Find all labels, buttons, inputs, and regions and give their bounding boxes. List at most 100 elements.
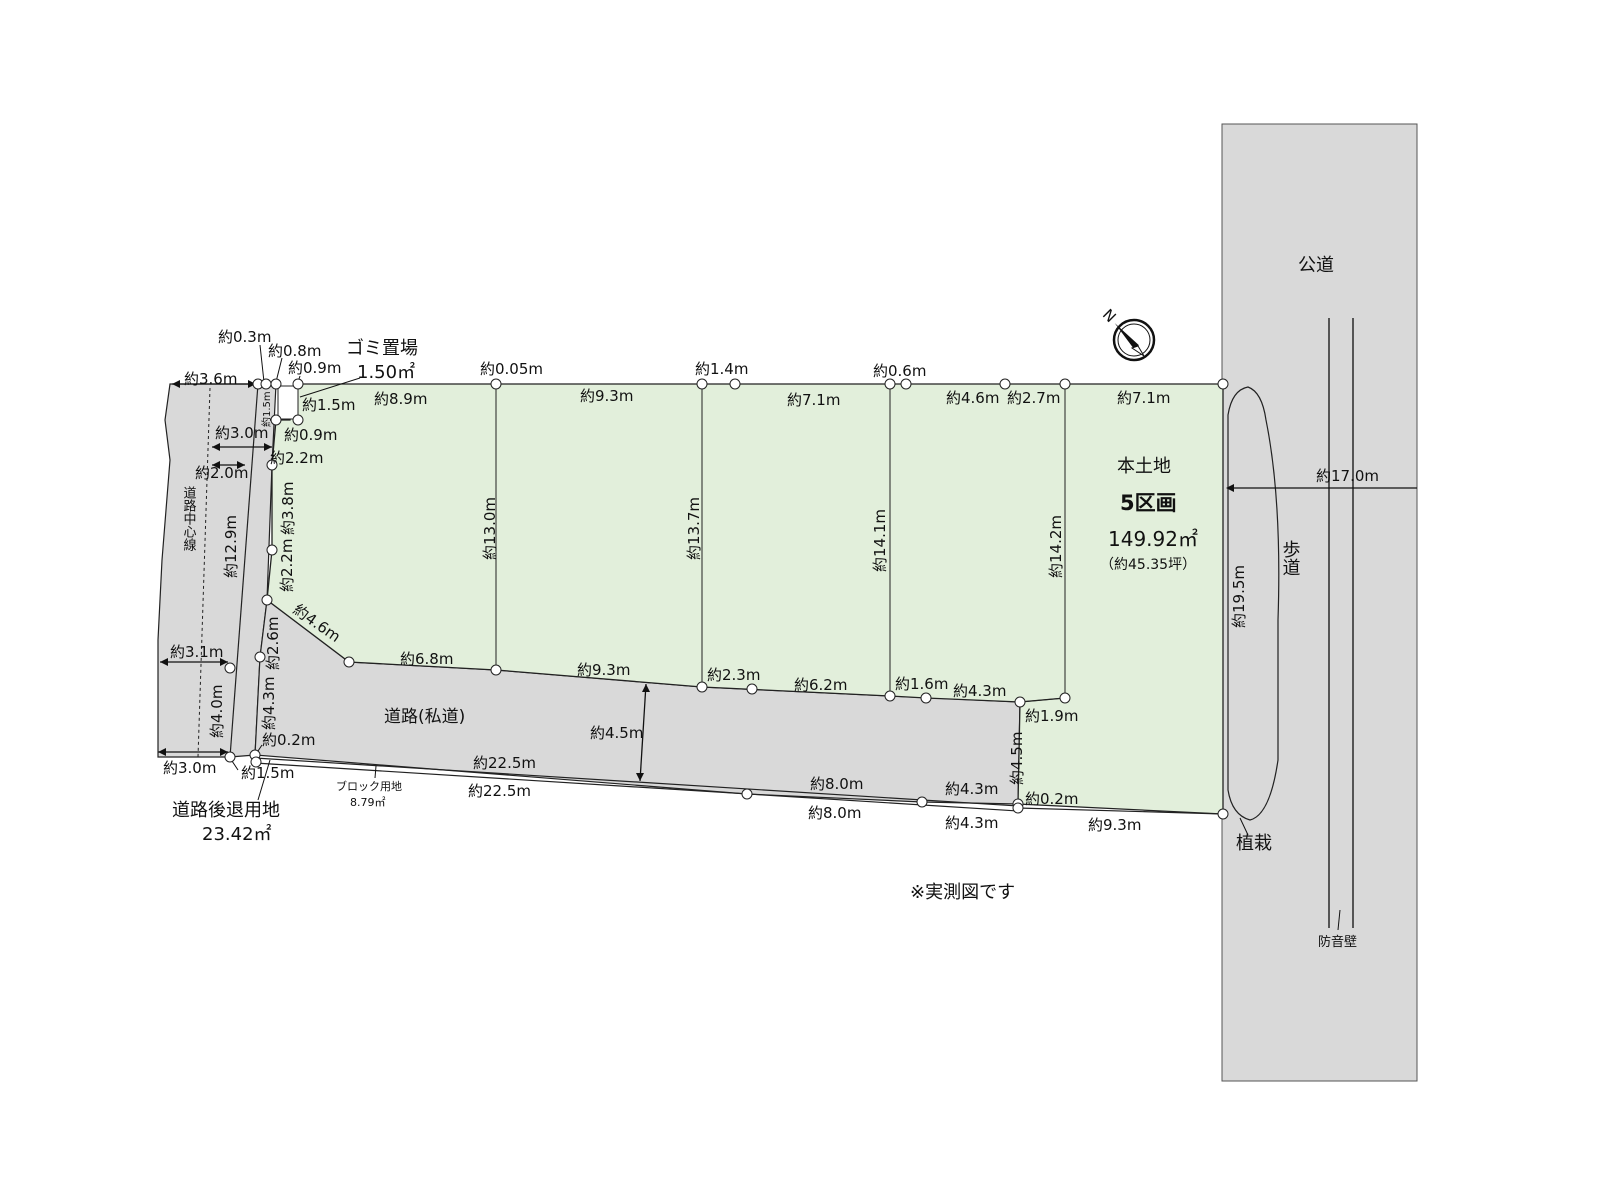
block-strip-line: [254, 762, 1019, 812]
block-land-label: ブロック用地: [336, 779, 402, 793]
dimension-label: 約1.5m: [302, 396, 355, 414]
survey-point: [999, 378, 1011, 390]
survey-point: [696, 378, 708, 390]
survey-point: [746, 683, 758, 695]
dimension-label: 約0.9m: [284, 426, 337, 444]
dimension-label: 約0.05m: [480, 360, 543, 378]
survey-point: [1014, 696, 1026, 708]
dimension-label: 約1.9m: [1025, 707, 1078, 725]
dimension-label: 約3.1m: [170, 643, 223, 661]
survey-point: [1012, 802, 1024, 814]
survey-point: [729, 378, 741, 390]
dimension-label: 約8.0m: [810, 775, 863, 793]
setback-boundary: [229, 383, 259, 758]
dimension-label: 約9.3m: [580, 387, 633, 405]
survey-point: [260, 378, 272, 390]
tsubo-label: （約45.35坪）: [1100, 557, 1196, 573]
garbage-area: [277, 385, 299, 420]
dimension-label: 約22.5m: [473, 754, 536, 772]
dimension-label: 約0.9m: [288, 359, 341, 377]
survey-point: [343, 656, 355, 668]
survey-point: [900, 378, 912, 390]
dimension-label: 約22.5m: [468, 782, 531, 800]
survey-point: [884, 378, 896, 390]
dimension-label: 約4.3m: [945, 780, 998, 798]
survey-point: [490, 664, 502, 676]
planting-label: 植栽: [1236, 833, 1272, 854]
survey-point: [1059, 692, 1071, 704]
dimension-label: 約14.1m: [871, 509, 889, 572]
survey-point: [261, 594, 273, 606]
dimension-label: 約9.3m: [577, 661, 630, 679]
dimension-label: 約2.3m: [707, 666, 760, 684]
dimension-label: 約0.3m: [218, 328, 271, 346]
sound-wall-label: 防音壁: [1318, 934, 1357, 950]
dimension-label: 約3.8m: [279, 482, 297, 535]
dimension-label: 約2.7m: [1007, 389, 1060, 407]
block-strip-line: [254, 757, 1019, 807]
survey-point: [920, 692, 932, 704]
private-road-label: 道路(私道): [384, 707, 465, 727]
dimension-label: 約6.2m: [794, 676, 847, 694]
dimension-label: 約2.2m: [270, 449, 323, 467]
survey-point: [254, 651, 266, 663]
dimension-label: 約4.3m: [945, 814, 998, 832]
survey-point: [490, 378, 502, 390]
dimension-label: 約4.5m: [1008, 732, 1026, 785]
dimension-label: 約6.8m: [400, 650, 453, 668]
survey-point: [266, 459, 278, 471]
garbage-label: ゴミ置場: [346, 338, 418, 359]
dimension-label: 約13.7m: [685, 497, 703, 560]
survey-points: [224, 378, 1229, 820]
survey-point: [270, 378, 282, 390]
north-label: N: [1099, 306, 1120, 327]
dimension-label: 約2.6m: [264, 617, 282, 670]
dimension-label: 約2.0m: [195, 464, 248, 482]
dimension-label: 約3.0m: [163, 759, 216, 777]
dimension-label: 約4.6m: [946, 389, 999, 407]
setback-area-label: 23.42㎡: [202, 823, 272, 845]
dimension-label: 約17.0m: [1316, 467, 1379, 485]
public-road-label: 公道: [1298, 255, 1334, 276]
survey-point: [292, 414, 304, 426]
survey-point: [224, 751, 236, 763]
dimension-label: 約8.0m: [808, 804, 861, 822]
survey-point: [1217, 378, 1229, 390]
survey-point: [916, 796, 928, 808]
main-land-label: 本土地: [1117, 456, 1171, 477]
dimension-label: 約0.8m: [268, 342, 321, 360]
dimension-label: 約3.6m: [184, 370, 237, 388]
garbage-area-label: 1.50㎡: [357, 361, 415, 383]
planting-strip: [1227, 386, 1280, 821]
dimension-label: 約1.5m: [260, 391, 273, 427]
area-label: 149.92㎡: [1108, 527, 1198, 551]
survey-note: ※実測図です: [910, 882, 1015, 903]
north-compass-icon: N: [1099, 306, 1156, 362]
dimension-label: 約7.1m: [787, 391, 840, 409]
survey-point: [224, 662, 236, 674]
dimension-label: 約4.0m: [208, 685, 226, 738]
survey-point: [741, 788, 753, 800]
dimension-arrows: [158, 383, 1417, 782]
survey-point: [696, 681, 708, 693]
lot-divider: [1019, 697, 1066, 703]
dimension-label: 約0.6m: [873, 362, 926, 380]
centerline: [197, 387, 211, 758]
dimension-label: 約3.0m: [215, 424, 268, 442]
dimension-label: 約9.3m: [1088, 816, 1141, 834]
survey-point: [1059, 378, 1071, 390]
boundary-line: [1017, 807, 1224, 815]
survey-point: [266, 544, 278, 556]
setback-area: [157, 383, 277, 758]
survey-point: [884, 690, 896, 702]
block-area-label: 8.79㎡: [350, 796, 386, 809]
dimension-label: 約0.2m: [1025, 790, 1078, 808]
dimension-label: 約1.5m: [241, 764, 294, 782]
dimension-label: 約13.0m: [481, 497, 499, 560]
centerline-label: 道路中心線: [181, 486, 197, 551]
dimension-label: 約4.5m: [590, 724, 643, 742]
dimension-label: 約4.3m: [260, 677, 278, 730]
setback-label: 道路後退用地: [172, 800, 280, 821]
